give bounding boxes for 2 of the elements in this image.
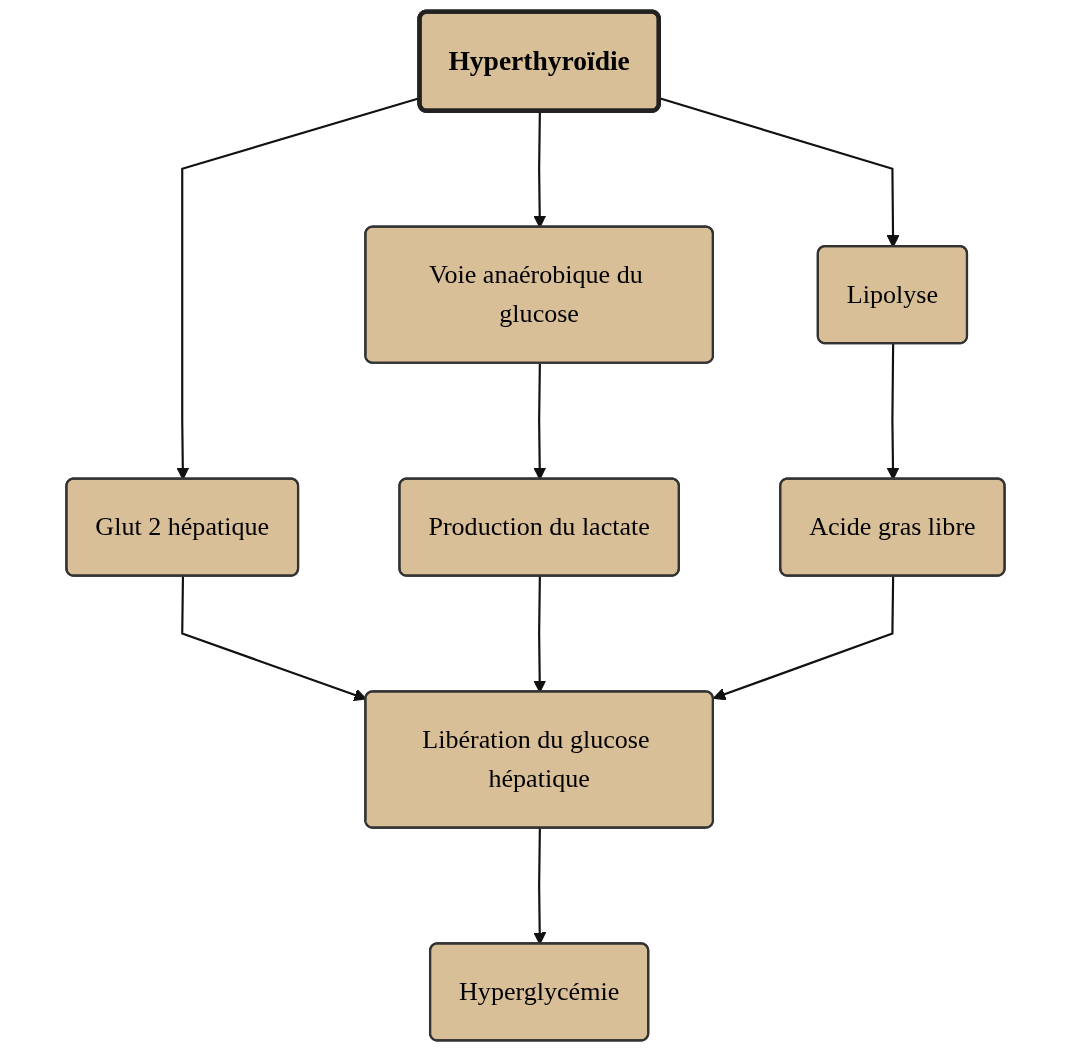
arrow	[181, 576, 367, 702]
arrow	[712, 576, 895, 701]
